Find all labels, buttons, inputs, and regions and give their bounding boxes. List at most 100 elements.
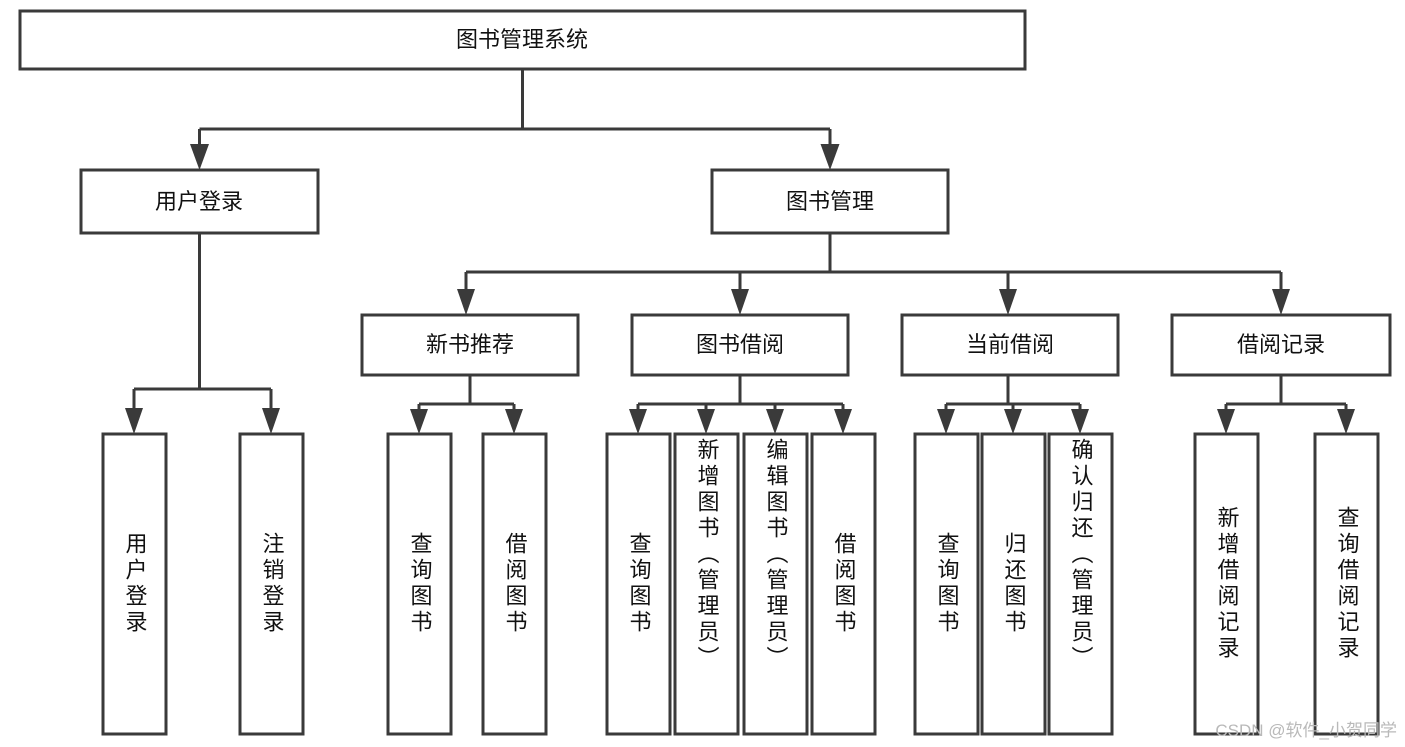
node-borrow-record-label: 借阅记录	[1237, 332, 1325, 357]
node-leaf-query-book-bor[interactable]: 查询图书	[605, 432, 672, 736]
node-root[interactable]: 图书管理系统	[18, 9, 1027, 71]
node-leaf-borrow-book-bor-text-area: 借阅图书	[831, 532, 857, 636]
node-leaf-borrow-book-rec-box[interactable]	[481, 432, 548, 736]
arrowhead-new-book-recommend	[457, 289, 475, 315]
arrowhead-leaf-edit-book-admin	[766, 409, 784, 434]
arrowhead-leaf-user-logout	[262, 408, 280, 434]
connector-group-current-borrow-to-leaves	[937, 375, 1089, 434]
arrowhead-leaf-confirm-return-admin	[1071, 409, 1089, 434]
node-leaf-add-borrow-record-label: 新增借阅记录	[1214, 506, 1240, 662]
node-leaf-query-book-cur-text-area: 查询图书	[934, 532, 960, 636]
node-leaf-query-book-rec[interactable]: 查询图书	[386, 432, 453, 736]
node-user-login-box[interactable]	[79, 168, 320, 235]
node-leaf-return-book[interactable]: 归还图书	[980, 432, 1047, 736]
node-leaf-add-book-admin-label: 新增图书（管理员）	[694, 438, 720, 672]
node-new-book-recommend-label: 新书推荐	[426, 332, 514, 357]
node-leaf-query-book-rec-text-area: 查询图书	[407, 532, 433, 636]
connector-group-root-to-level2	[190, 69, 840, 170]
arrowhead-leaf-add-borrow-record	[1217, 409, 1235, 434]
arrowhead-book-borrow	[731, 289, 749, 315]
node-leaf-confirm-return-admin-box[interactable]	[1047, 432, 1114, 736]
node-leaf-user-logout-label: 注销登录	[259, 532, 285, 636]
node-new-book-recommend[interactable]: 新书推荐	[360, 313, 580, 377]
node-leaf-confirm-return-admin-text-area: 确认归还（管理员）	[1068, 438, 1094, 672]
node-current-borrow[interactable]: 当前借阅	[900, 313, 1120, 377]
csdn-watermark: CSDN @软件_小贺同学	[1215, 721, 1397, 740]
node-leaf-query-book-cur-box[interactable]	[913, 432, 980, 736]
node-leaf-add-borrow-record[interactable]: 新增借阅记录	[1193, 432, 1260, 736]
node-leaf-query-book-cur[interactable]: 查询图书	[913, 432, 980, 736]
node-leaf-user-logout-text-area: 注销登录	[259, 532, 285, 636]
connector-group-user-login-to-leaves	[125, 233, 280, 434]
node-borrow-record-box[interactable]	[1170, 313, 1392, 377]
node-user-login[interactable]: 用户登录	[79, 168, 320, 235]
node-new-book-recommend-box[interactable]	[360, 313, 580, 377]
node-borrow-record[interactable]: 借阅记录	[1170, 313, 1392, 377]
node-leaf-confirm-return-admin[interactable]: 确认归还（管理员）	[1047, 432, 1114, 736]
node-leaf-borrow-book-bor-label: 借阅图书	[831, 532, 857, 636]
node-leaf-edit-book-admin-text-area: 编辑图书（管理员）	[763, 438, 789, 672]
node-leaf-edit-book-admin-box[interactable]	[742, 432, 809, 736]
node-leaf-query-book-bor-text-area: 查询图书	[626, 532, 652, 636]
node-leaf-query-borrow-record[interactable]: 查询借阅记录	[1313, 432, 1380, 736]
node-leaf-add-book-admin[interactable]: 新增图书（管理员）	[673, 432, 740, 736]
node-leaf-borrow-book-rec-text-area: 借阅图书	[503, 532, 528, 636]
node-book-manage[interactable]: 图书管理	[710, 168, 950, 235]
node-leaf-edit-book-admin[interactable]: 编辑图书（管理员）	[742, 432, 809, 736]
node-root-label: 图书管理系统	[456, 27, 588, 52]
node-book-borrow-box[interactable]	[630, 313, 850, 377]
arrowhead-leaf-query-book-cur	[937, 409, 955, 434]
arrowhead-leaf-borrow-book-rec	[505, 409, 523, 434]
node-leaf-query-borrow-record-text-area: 查询借阅记录	[1334, 506, 1360, 662]
node-leaf-query-borrow-record-label: 查询借阅记录	[1334, 506, 1360, 662]
node-leaf-user-login-box[interactable]	[101, 432, 168, 736]
node-book-borrow[interactable]: 图书借阅	[630, 313, 850, 377]
arrowhead-leaf-user-login	[125, 408, 143, 434]
node-leaf-borrow-book-rec[interactable]: 借阅图书	[481, 432, 548, 736]
node-leaf-borrow-book-bor-box[interactable]	[810, 432, 877, 736]
connector-group-new-book-recommend-to-leaves	[410, 375, 523, 434]
arrowhead-leaf-query-book-bor	[629, 409, 647, 434]
node-leaf-edit-book-admin-label: 编辑图书（管理员）	[763, 438, 789, 672]
node-current-borrow-label: 当前借阅	[966, 332, 1054, 357]
node-leaf-user-logout-box[interactable]	[238, 432, 305, 736]
node-leaf-add-book-admin-text-area: 新增图书（管理员）	[694, 438, 720, 672]
arrowhead-borrow-record	[1272, 289, 1290, 315]
node-leaf-return-book-text-area: 归还图书	[1001, 532, 1027, 636]
arrowhead-leaf-query-book-rec	[410, 409, 428, 434]
node-current-borrow-box[interactable]	[900, 313, 1120, 377]
node-leaf-user-login[interactable]: 用户登录	[101, 432, 168, 736]
node-book-borrow-label: 图书借阅	[696, 332, 784, 357]
node-user-login-label: 用户登录	[155, 189, 243, 214]
node-leaf-user-logout[interactable]: 注销登录	[238, 432, 305, 736]
connector-group-book-borrow-to-leaves	[629, 375, 852, 434]
arrowhead-leaf-borrow-book-bor	[834, 409, 852, 434]
node-leaf-query-book-cur-label: 查询图书	[934, 532, 960, 636]
node-leaf-query-book-rec-label: 查询图书	[407, 532, 433, 636]
connector-group-book-manage-to-level3	[457, 233, 1290, 315]
node-leaf-query-borrow-record-box[interactable]	[1313, 432, 1380, 736]
arrowhead-leaf-return-book	[1004, 409, 1022, 434]
connector-group-borrow-record-to-leaves	[1217, 375, 1355, 434]
node-leaf-add-book-admin-box[interactable]	[673, 432, 740, 736]
node-leaf-query-book-bor-label: 查询图书	[626, 532, 652, 636]
node-leaf-return-book-label: 归还图书	[1001, 532, 1027, 636]
arrowhead-book-manage	[820, 144, 840, 170]
node-leaf-return-book-box[interactable]	[980, 432, 1047, 736]
node-root-box[interactable]	[18, 9, 1027, 71]
node-book-manage-label: 图书管理	[786, 189, 874, 214]
node-book-manage-box[interactable]	[710, 168, 950, 235]
node-leaf-query-book-rec-box[interactable]	[386, 432, 453, 736]
node-leaf-add-borrow-record-box[interactable]	[1193, 432, 1260, 736]
node-leaf-user-login-label: 用户登录	[122, 532, 148, 636]
node-leaf-user-login-text-area: 用户登录	[122, 532, 148, 636]
arrowhead-current-borrow	[999, 289, 1017, 315]
node-leaf-confirm-return-admin-label: 确认归还（管理员）	[1068, 438, 1094, 672]
node-leaf-borrow-book-bor[interactable]: 借阅图书	[810, 432, 877, 736]
arrowhead-leaf-add-book-admin	[697, 409, 715, 434]
arrowhead-leaf-query-borrow-record	[1337, 409, 1355, 434]
node-leaf-add-borrow-record-text-area: 新增借阅记录	[1214, 506, 1240, 662]
node-leaf-query-book-bor-box[interactable]	[605, 432, 672, 736]
